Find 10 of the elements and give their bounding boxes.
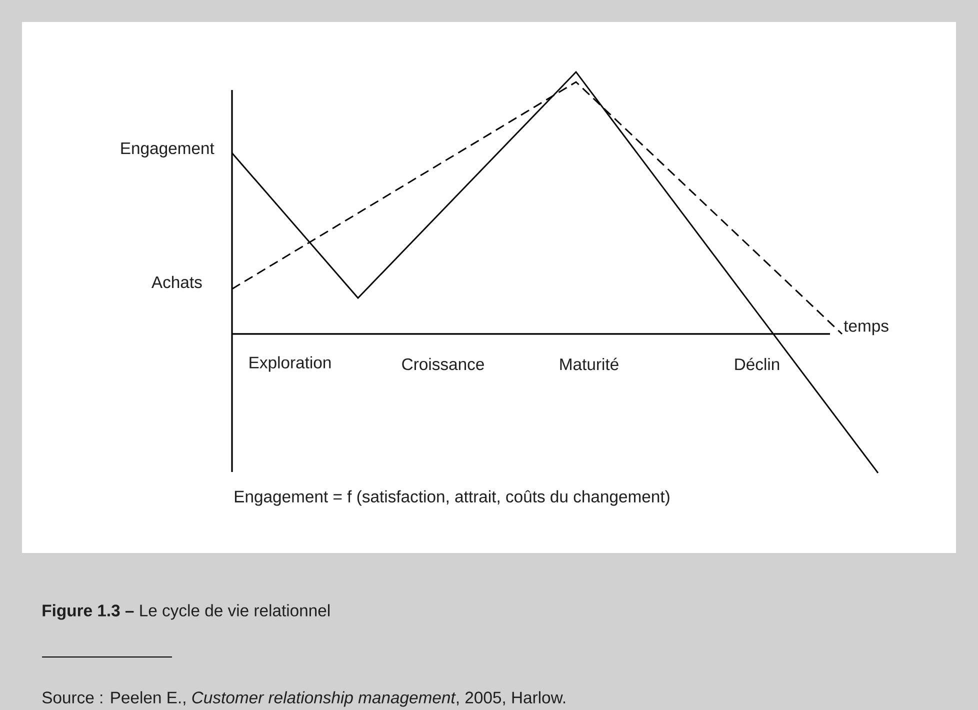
- axis-label: Engagement: [121, 142, 214, 158]
- source-note: Source : Peelen E., Customer relationship management, 2005, Harlow.: [42, 691, 566, 707]
- formula-note: Engagement = f (satisfaction, attrait, coûts du changement): [234, 490, 670, 506]
- axis-label: temps: [844, 320, 888, 336]
- phase-label: Déclin: [735, 358, 780, 370]
- figure-caption: Figure 1.3 – Le cycle de vie relationnel: [42, 604, 330, 620]
- phase-label: Exploration: [250, 356, 331, 372]
- axis-label: Achats: [152, 276, 202, 288]
- phase-label: Maturité: [560, 358, 618, 370]
- phase-label: Croissance: [402, 358, 484, 370]
